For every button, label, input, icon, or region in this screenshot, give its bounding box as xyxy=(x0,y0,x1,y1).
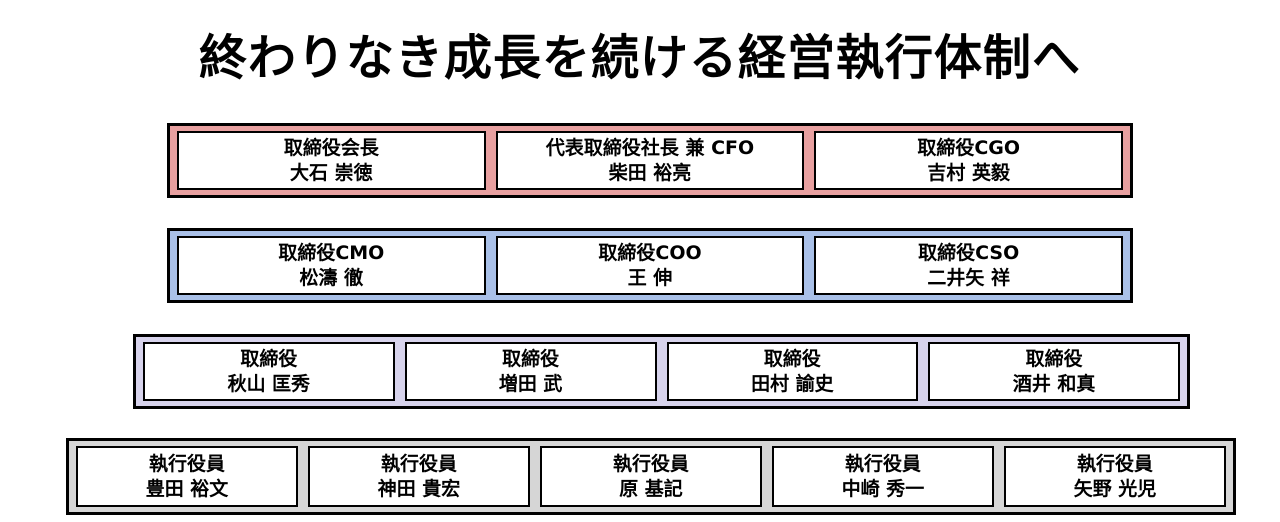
member-name: 松濤 徹 xyxy=(299,266,364,289)
member-role: 取締役 xyxy=(763,347,821,370)
member-role: 取締役CGO xyxy=(917,136,1021,159)
member-role: 執行役員 xyxy=(612,452,689,475)
member-role: 代表取締役社長 兼 CFO xyxy=(545,136,755,159)
member-name: 田村 諭史 xyxy=(751,372,834,395)
member-role: 取締役CMO xyxy=(278,241,385,264)
member-name: 王 伸 xyxy=(627,266,673,289)
member-name: 柴田 裕亮 xyxy=(608,161,692,184)
tier-3-directors: 取締役 秋山 匡秀 取締役 増田 武 取締役 田村 諭史 取締役 酒井 和真 xyxy=(133,334,1190,409)
member-role: 執行役員 xyxy=(844,452,921,475)
member-box: 取締役CMO 松濤 徹 xyxy=(177,236,486,295)
member-box: 取締役CSO 二井矢 祥 xyxy=(814,236,1124,295)
member-name: 二井矢 祥 xyxy=(927,266,1010,289)
member-name: 吉村 英毅 xyxy=(927,161,1010,184)
member-name: 秋山 匡秀 xyxy=(227,372,311,395)
member-role: 取締役 xyxy=(502,347,560,370)
member-role: 執行役員 xyxy=(148,452,225,475)
member-box: 代表取締役社長 兼 CFO 柴田 裕亮 xyxy=(495,131,805,190)
member-role: 取締役COO xyxy=(598,241,702,264)
member-box: 執行役員 矢野 光児 xyxy=(1004,446,1226,507)
member-box: 執行役員 原 基記 xyxy=(540,446,762,507)
member-box: 取締役 酒井 和真 xyxy=(928,342,1180,401)
tier-2-directors: 取締役CMO 松濤 徹 取締役COO 王 伸 取締役CSO 二井矢 祥 xyxy=(167,228,1133,303)
member-box: 取締役会長 大石 崇徳 xyxy=(177,131,486,190)
page-title: 終わりなき成長を続ける経営執行体制へ xyxy=(198,30,1081,86)
member-box: 取締役CGO 吉村 英毅 xyxy=(814,131,1124,190)
member-role: 取締役会長 xyxy=(283,136,379,159)
member-name: 大石 崇徳 xyxy=(290,161,373,184)
member-box: 取締役COO 王 伸 xyxy=(495,236,805,295)
member-box: 取締役 秋山 匡秀 xyxy=(143,342,395,401)
member-box: 取締役 増田 武 xyxy=(404,342,657,401)
member-role: 取締役CSO xyxy=(918,241,1020,264)
member-role: 取締役 xyxy=(240,347,298,370)
member-name: 中崎 秀一 xyxy=(841,477,925,500)
member-name: 神田 貴宏 xyxy=(377,477,461,500)
member-box: 執行役員 豊田 裕文 xyxy=(76,446,298,507)
tier-1-board: 取締役会長 大石 崇徳 代表取締役社長 兼 CFO 柴田 裕亮 取締役CGO 吉… xyxy=(167,123,1133,198)
member-name: 矢野 光児 xyxy=(1073,477,1157,500)
member-name: 酒井 和真 xyxy=(1012,372,1096,395)
member-box: 執行役員 神田 貴宏 xyxy=(308,446,530,507)
member-role: 取締役 xyxy=(1025,347,1083,370)
member-role: 執行役員 xyxy=(380,452,457,475)
member-role: 執行役員 xyxy=(1076,452,1153,475)
member-box: 取締役 田村 諭史 xyxy=(666,342,919,401)
tier-4-executive-officers: 執行役員 豊田 裕文 執行役員 神田 貴宏 執行役員 原 基記 執行役員 中崎 … xyxy=(66,438,1236,515)
member-box: 執行役員 中崎 秀一 xyxy=(772,446,994,507)
member-name: 原 基記 xyxy=(619,477,683,500)
member-name: 豊田 裕文 xyxy=(145,477,229,500)
member-name: 増田 武 xyxy=(498,372,563,395)
